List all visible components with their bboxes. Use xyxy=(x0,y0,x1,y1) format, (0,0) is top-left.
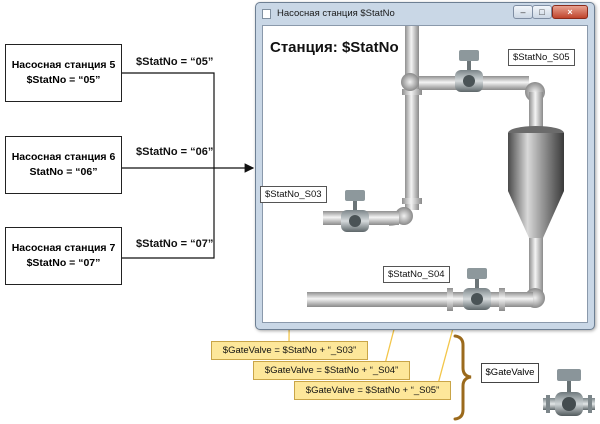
station-param: $StatNo = “05” xyxy=(26,74,101,86)
window-title: Насосная станция $StatNo xyxy=(277,8,395,19)
brace xyxy=(453,334,472,421)
station-name: Насосная станция 7 xyxy=(11,242,116,254)
pipe-flange xyxy=(402,198,422,204)
station-box-7[interactable]: Насосная станция 7 $StatNo = “07” xyxy=(5,227,122,285)
valve-s04-icon xyxy=(463,268,491,310)
valve-tag-s03[interactable]: $StatNo_S03 xyxy=(260,186,327,203)
pipeline-scene xyxy=(307,26,564,311)
station-box-6[interactable]: Насосная станция 6 StatNo = “06” xyxy=(5,136,122,194)
window-icon xyxy=(262,9,271,19)
station-name: Насосная станция 6 xyxy=(11,151,116,163)
pipe-elbow xyxy=(395,207,413,225)
formula-s05: $GateValve = $StatNo + “_S05” xyxy=(294,381,451,400)
minimize-button[interactable]: – xyxy=(513,5,533,19)
param-label-07: $StatNo = “07” xyxy=(136,238,214,250)
param-label-05: $StatNo = “05” xyxy=(136,56,214,68)
pipe-elbow xyxy=(401,73,419,91)
gate-valve-label[interactable]: $GateValve xyxy=(481,363,539,383)
tank-cone xyxy=(508,191,564,238)
valve-s05-icon xyxy=(455,50,483,92)
station-box-5[interactable]: Насосная станция 5 $StatNo = “05” xyxy=(5,44,122,102)
pipe-flange xyxy=(447,288,453,311)
pipe-flange xyxy=(499,288,505,311)
link-station-7 xyxy=(122,168,215,259)
station-name: Насосная станция 5 xyxy=(11,59,116,71)
link-station-5 xyxy=(122,72,215,168)
window-titlebar[interactable]: Насосная станция $StatNo – □ × xyxy=(256,3,594,25)
pipe-flange xyxy=(402,89,422,95)
station-param: StatNo = “06” xyxy=(29,166,98,178)
maximize-button[interactable]: □ xyxy=(532,5,552,19)
tank-body xyxy=(508,133,564,191)
station-heading: Станция: $StatNo xyxy=(270,39,399,56)
close-button[interactable]: × xyxy=(552,5,588,19)
station-param: $StatNo = “07” xyxy=(26,257,101,269)
tank-outlet xyxy=(529,238,543,293)
formula-s03: $GateValve = $StatNo + “_S03” xyxy=(211,341,368,360)
valve-s03-icon xyxy=(341,190,369,232)
formula-s04: $GateValve = $StatNo + “_S04” xyxy=(253,361,410,380)
pipe-vertical-left xyxy=(405,26,419,210)
valve-tag-s04[interactable]: $StatNo_S04 xyxy=(383,266,450,283)
valve-tag-s05[interactable]: $StatNo_S05 xyxy=(508,49,575,66)
param-label-06: $StatNo = “06” xyxy=(136,146,214,158)
pipe-vertical-right xyxy=(529,92,543,132)
gate-valve-icon xyxy=(543,369,595,416)
